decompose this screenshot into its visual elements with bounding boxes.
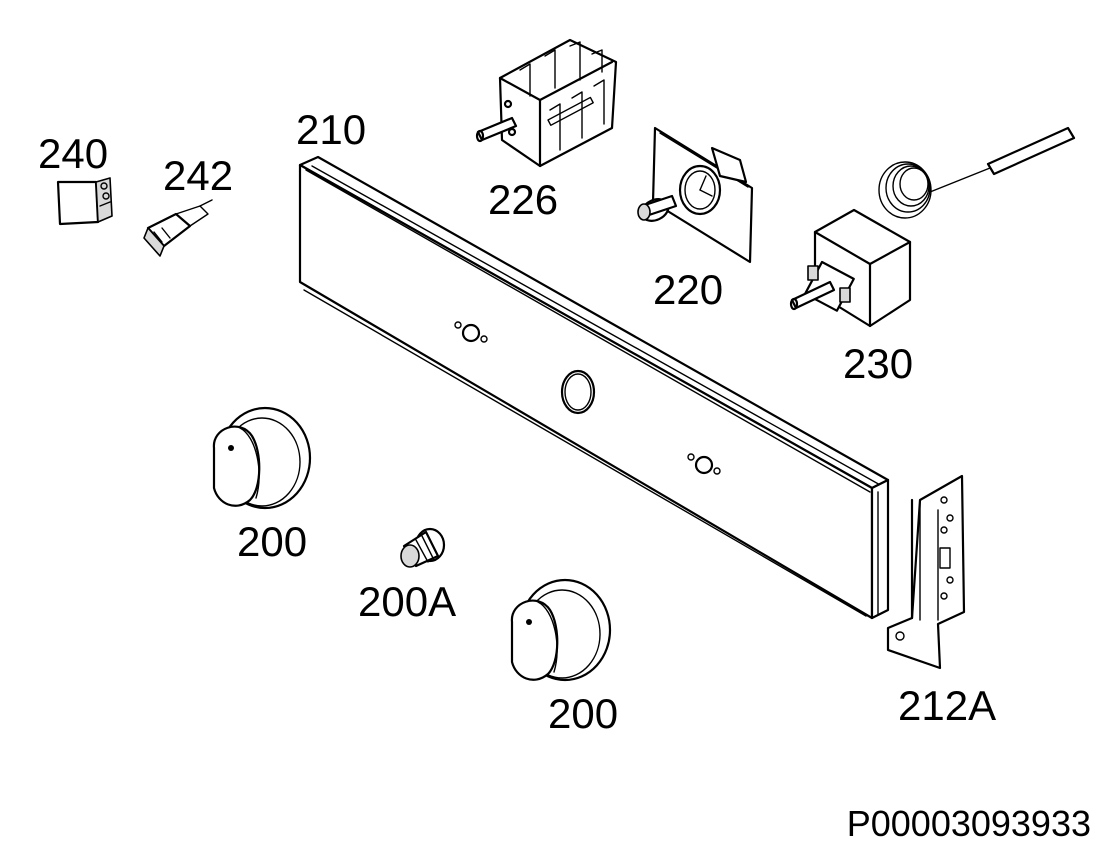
label-240: 240: [38, 130, 108, 177]
label-200-lower: 200: [548, 690, 618, 737]
control-panel-210: [298, 155, 890, 620]
label-220: 220: [653, 266, 723, 313]
knob-200-upper: [212, 406, 312, 510]
bracket-212A: [886, 474, 966, 670]
push-button-240: [56, 177, 113, 226]
label-210: 210: [296, 106, 366, 153]
label-200-upper: 200: [237, 518, 307, 565]
label-226: 226: [488, 176, 558, 223]
document-id: P00003093933: [847, 803, 1091, 844]
thermostat-230: [789, 126, 1076, 328]
timer-220: [637, 126, 754, 264]
label-230: 230: [843, 340, 913, 387]
selector-switch-226: [475, 38, 618, 168]
label-200A: 200A: [358, 578, 456, 625]
switch-242: [143, 199, 213, 257]
knob-200A: [400, 527, 446, 568]
knob-200-lower: [510, 578, 612, 682]
label-242: 242: [163, 152, 233, 199]
label-212A: 212A: [898, 682, 996, 729]
